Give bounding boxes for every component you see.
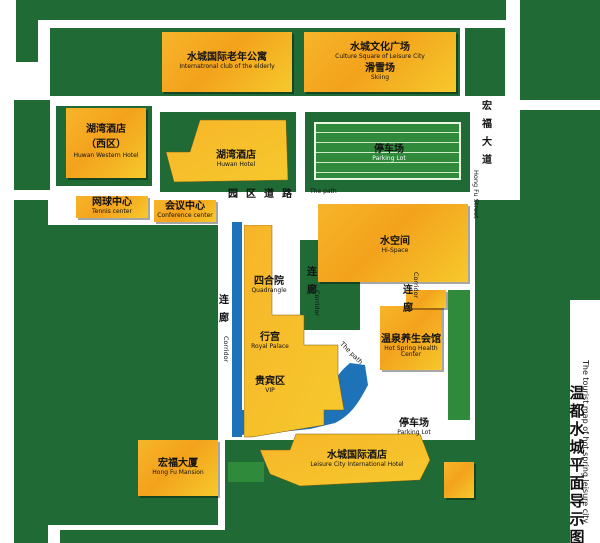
top-green-strip (38, 0, 506, 20)
culture-square-name-zh: 水城文化广场 (350, 42, 410, 53)
health-center-name-zh: 温泉养生会馆 (381, 334, 441, 345)
hi-space-label: 水空间 Hi-Space (350, 236, 440, 254)
elderly-club-name-en: Internatronal club of the elderly (179, 62, 275, 70)
conference-center-name-zh: 会议中心 (165, 201, 205, 212)
elderly-club (162, 32, 292, 92)
conference-center (154, 200, 216, 222)
huwan-western-name-en: Huwan Western Hotel (73, 152, 139, 159)
green-block-far-right (520, 110, 600, 300)
huwan-western-name-zh2: （西区） (86, 138, 126, 150)
culture-square (304, 32, 456, 92)
hot-spring-health-center (380, 306, 442, 370)
green-block-right-tall (475, 200, 520, 543)
parking-bottom-name-zh: 停车场 (399, 418, 429, 429)
culture-square-name-en: Culture Square of Leisure City (335, 52, 425, 60)
huwan-western-hotel (66, 108, 146, 178)
green-block-bottom-mid (345, 495, 440, 530)
green-block-bottom-strip (60, 530, 480, 543)
tennis-center-name-en: Tennis center (92, 207, 132, 215)
hong-fu-mansion-label: 宏福大厦 Hong Fu Mansion (138, 458, 218, 476)
small-building-bottom-right (444, 462, 474, 498)
vip-label: 贵宾区 VIP (244, 376, 296, 394)
corridor-right-label-zh: 连廊 (402, 282, 414, 318)
corridor-mid-text: 连廊 (307, 267, 317, 296)
tennis-center-label: 网球中心 Tennis center (76, 197, 148, 215)
conference-center-label: 会议中心 Conference center (154, 201, 216, 219)
green-block-left-mid (14, 100, 50, 190)
royal-palace-name-zh: 行宫 (260, 332, 280, 343)
parking-top-name-zh: 停车场 (374, 144, 404, 155)
royal-palace-name-en: Royal Palace (251, 342, 289, 350)
huwan-hotel-label: 湖湾酒店 Huwan Hotel (196, 150, 276, 168)
parking-bottom-name-en: Parking Lot (397, 428, 431, 436)
health-center-label: 温泉养生会馆 Hot Spring Health Center (378, 334, 444, 359)
tennis-center (76, 196, 148, 218)
corridor-mid-label-zh: 连廊 (306, 264, 318, 300)
hong-fu-mansion-name-zh: 宏福大厦 (158, 458, 198, 469)
corridor-right-label-en: Corridor (412, 272, 420, 299)
green-block-nw (50, 28, 160, 96)
royal-palace-label: 行宫 Royal Palace (244, 332, 296, 350)
vip-name-en: VIP (265, 386, 275, 394)
huwan-hotel-name-zh: 湖湾酒店 (216, 150, 256, 161)
green-block-health-right (448, 290, 470, 420)
main-palace-building (244, 225, 345, 438)
small-green-bottom-left (228, 462, 264, 482)
corridor-right-text: 连廊 (403, 285, 413, 314)
health-center-name-en: Hot Spring Health (384, 344, 438, 352)
hong-fu-mansion-name-en: Hong Fu Mansion (152, 468, 204, 476)
intl-hotel (260, 433, 431, 487)
health-center-name-en2: Center (400, 351, 422, 359)
intl-hotel-name-zh: 水城国际酒店 (327, 450, 387, 461)
hongfu-street-label-zh: 宏福大道 (481, 98, 493, 170)
quadrangle-name-zh: 四合院 (254, 276, 284, 287)
green-block-ne (465, 28, 505, 96)
top-left-green-strip (16, 0, 38, 62)
corridor-left-label-en: Corridor (222, 336, 230, 363)
parking-bottom-label: 停车场 Parking Lot (386, 418, 442, 436)
huwan-western-hotel-label: 湖湾酒店 （西区） Huwan Western Hotel (66, 124, 146, 160)
skiing-name-zh: 滑雪场 (365, 63, 395, 75)
vip-name-zh: 贵宾区 (255, 376, 285, 387)
huwan-hotel-name-en: Huwan Hotel (216, 160, 256, 168)
conference-center-name-en: Conference center (157, 211, 213, 219)
elderly-club-name-zh: 水城国际老年公寓 (187, 52, 267, 63)
hi-space-name-zh: 水空间 (380, 236, 410, 247)
map-title-en: The tourist map of hot spring leisure ci… (581, 360, 590, 524)
parking-top-name-en: Parking Lot (372, 154, 406, 162)
path-road-label-en: The path (310, 188, 337, 195)
green-block-far-right-bottom (520, 300, 570, 543)
culture-square-label: 水城文化广场 Culture Square of Leisure City 滑雪… (304, 42, 456, 82)
hong-fu-mansion (138, 440, 218, 496)
intl-hotel-label: 水城国际酒店 Leisure City International Hotel (292, 450, 422, 468)
huwan-hotel (165, 119, 289, 183)
hi-space (318, 204, 468, 282)
water-channel (232, 222, 242, 437)
intl-hotel-name-en: Leisure City International Hotel (310, 460, 404, 468)
quadrangle-label: 四合院 Quadrangle (244, 276, 294, 294)
hongfu-street-text: 宏福大道 (482, 101, 492, 166)
quadrangle-name-en: Quadrangle (251, 286, 287, 294)
green-block-left-lower (14, 200, 48, 543)
corridor-left-label-zh: 连廊 (218, 292, 230, 328)
skiing-name-en: Skiing (370, 73, 390, 81)
hi-space-name-en: Hi-Space (381, 246, 409, 254)
hongfu-street-label-en: Hong Fu Street (472, 170, 480, 219)
huwan-western-name-zh: 湖湾酒店 (86, 124, 126, 135)
corridor-left-text: 连廊 (219, 295, 229, 324)
tennis-center-name-zh: 网球中心 (92, 197, 132, 208)
map-title: 温都水城平面导示图 (568, 384, 586, 543)
elderly-club-label: 水城国际老年公寓 Internatronal club of the elder… (162, 52, 292, 70)
path-road-label-zh: 园区道路 (228, 189, 300, 200)
map-title-text: 温都水城平面导示图 (569, 384, 585, 543)
health-annex (406, 290, 446, 308)
corridor-mid-label-en: Corridor (313, 290, 321, 317)
parking-lot-top (314, 122, 461, 180)
green-block-far-right-top (520, 0, 600, 100)
parking-top-label: 停车场 Parking Lot (344, 144, 434, 162)
